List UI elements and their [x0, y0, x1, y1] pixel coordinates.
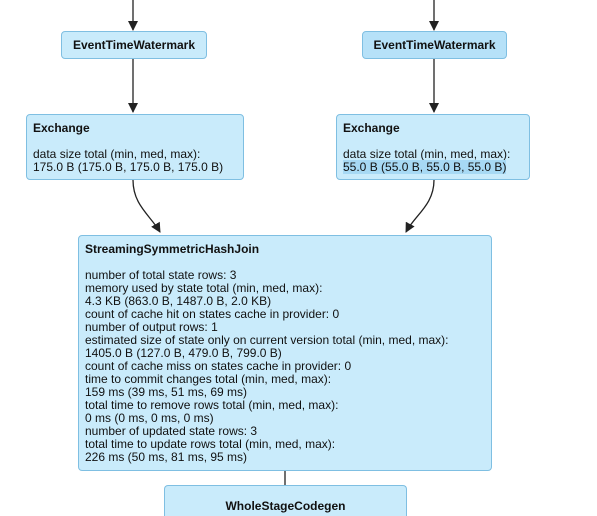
right-exchange-metric-value: 55.0 B (55.0 B, 55.0 B, 55.0 B) — [343, 160, 507, 174]
left-exchange-metric-label: data size total (min, med, max): — [33, 147, 201, 161]
left-exchange-title: Exchange — [33, 121, 90, 135]
left-exchange-metric-value: 175.0 B (175.0 B, 175.0 B, 175.0 B) — [33, 160, 224, 174]
join-metric-line: number of updated state rows: 3 — [85, 424, 258, 438]
edge-exchange-join-left — [132, 179, 161, 233]
left-watermark-node[interactable]: EventTimeWatermark — [61, 31, 207, 59]
right-exchange-node[interactable]: Exchange data size total (min, med, max)… — [336, 114, 530, 180]
join-metric-line: 159 ms (39 ms, 51 ms, 69 ms) — [85, 385, 248, 399]
join-metric-line: 1405.0 B (127.0 B, 479.0 B, 799.0 B) — [85, 346, 282, 360]
right-watermark-label: EventTimeWatermark — [373, 37, 496, 52]
join-metric-line: time to commit changes total (min, med, … — [85, 372, 332, 386]
join-metric-line: number of output rows: 1 — [85, 320, 218, 334]
join-metric-line: memory used by state total (min, med, ma… — [85, 281, 323, 295]
join-title: StreamingSymmetricHashJoin — [85, 242, 260, 256]
join-metric-line: 0 ms (0 ms, 0 ms, 0 ms) — [85, 411, 214, 425]
right-watermark-node[interactable]: EventTimeWatermark — [362, 31, 507, 59]
right-exchange-metric-label: data size total (min, med, max): — [343, 147, 511, 161]
join-metric-line: total time to update rows total (min, me… — [85, 437, 336, 451]
join-metric-line: count of cache hit on states cache in pr… — [85, 307, 340, 321]
join-metric-line: estimated size of state only on current … — [85, 333, 449, 347]
right-exchange-title: Exchange — [343, 121, 400, 135]
join-metric-line: total time to remove rows total (min, me… — [85, 398, 339, 412]
left-exchange-node[interactable]: Exchange data size total (min, med, max)… — [26, 114, 244, 180]
left-watermark-label: EventTimeWatermark — [72, 37, 196, 52]
join-node[interactable]: StreamingSymmetricHashJoin number of tot… — [78, 235, 492, 471]
codegen-node[interactable]: WholeStageCodegen — [164, 485, 407, 516]
join-metric-line: number of total state rows: 3 — [85, 268, 237, 282]
join-metric-line: 226 ms (50 ms, 81 ms, 95 ms) — [85, 450, 248, 464]
edge-exchange-join-right — [405, 179, 435, 233]
join-metrics: number of total state rows: 3 memory use… — [85, 269, 485, 464]
join-metric-line: count of cache miss on states cache in p… — [85, 359, 352, 373]
join-metric-line: 4.3 KB (863.0 B, 1487.0 B, 2.0 KB) — [85, 294, 272, 308]
codegen-label: WholeStageCodegen — [225, 499, 346, 513]
